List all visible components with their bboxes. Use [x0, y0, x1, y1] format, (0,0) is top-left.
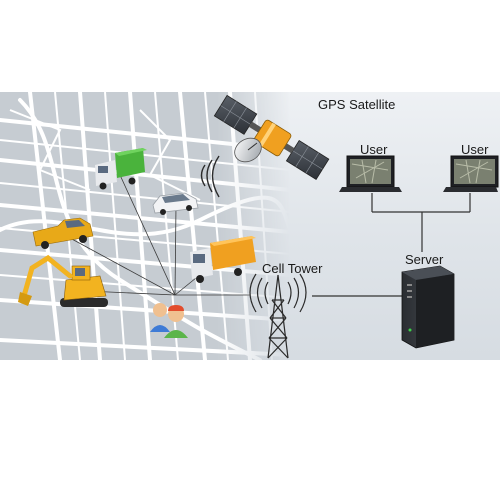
yellow-pickup-truck-icon: [32, 217, 94, 249]
people-icon: [150, 303, 188, 338]
white-car-icon: [152, 192, 199, 215]
orange-truck-icon: [190, 236, 256, 283]
user-label-2: User: [461, 142, 489, 157]
server-tower-icon: [401, 265, 455, 349]
cell-tower-icon: [249, 273, 307, 359]
user-label-1: User: [360, 142, 388, 157]
gps-satellite-label: GPS Satellite: [318, 97, 396, 112]
green-truck-icon: [95, 148, 147, 190]
user-server-links: [312, 193, 471, 297]
excavator-icon: [18, 254, 108, 307]
cell-tower-label: Cell Tower: [262, 261, 323, 276]
laptop-icon: [339, 155, 402, 192]
satellite-icon: [213, 94, 330, 180]
street-map: [0, 90, 292, 362]
server-label: Server: [405, 252, 444, 267]
laptop-icon: [443, 155, 499, 192]
satellite-signal-arcs: [200, 155, 220, 198]
